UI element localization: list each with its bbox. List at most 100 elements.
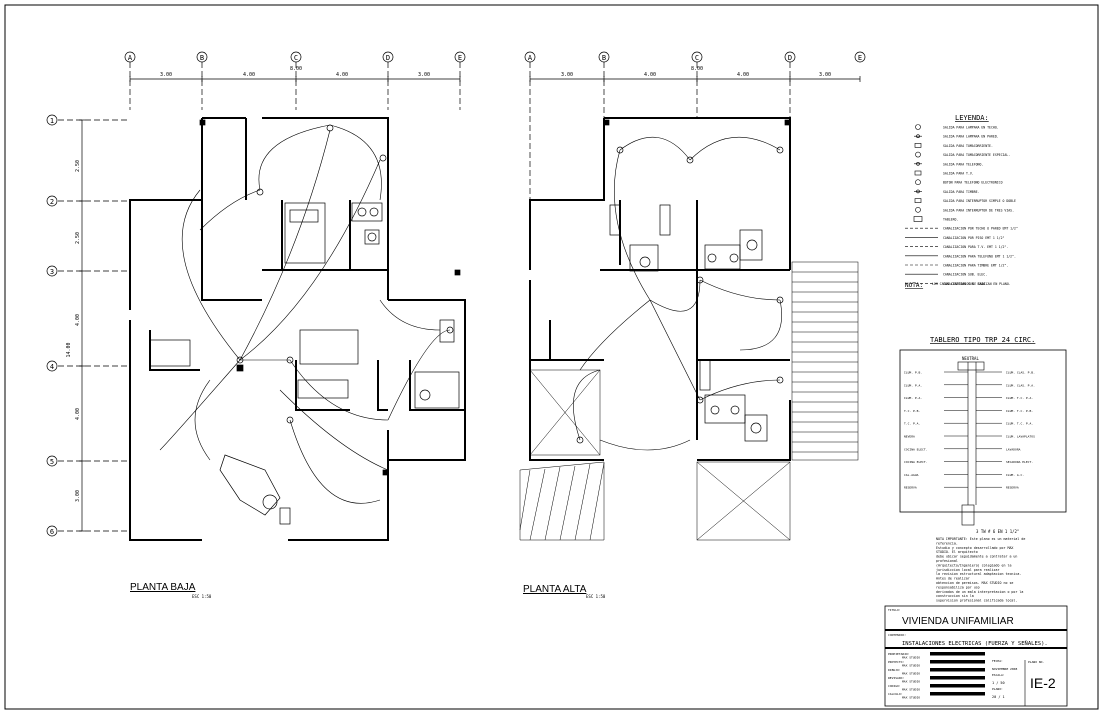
plan-upper-floor <box>519 51 866 541</box>
note-line: derivados de un mala interpretacion o po… <box>936 590 1023 594</box>
legend-item-label: TABLERO. <box>943 218 958 222</box>
legend-item-label: SALIDA PARA TOMACORRIENTE. <box>943 144 993 148</box>
dim-label: 3.00 <box>561 72 573 78</box>
note-line: NOTA IMPORTANTE: Este plano es un materi… <box>936 537 1025 541</box>
title-block-row-label: REVISADO: <box>888 676 904 680</box>
legend-item-label: BOTON PARA TELEFONO ELECTRONICO <box>943 181 1003 185</box>
axis-label-4: 4 <box>50 363 54 371</box>
fecha-value: NOVIEMBRE 2008 <box>992 667 1017 671</box>
legend-item-label: SALIDA PARA INTERRUPTOR DE TRES VIAS. <box>943 208 1014 212</box>
legend-item-label: CANALIZACION PARA TELEFONO EMT 1 1/2". <box>943 254 1016 258</box>
panel-right-label: ILUM. T.C. P.A. <box>1006 396 1033 400</box>
legend-item-label: CANALIZACION PARA TIMBRE EMT 1/2". <box>943 264 1008 268</box>
plan-title-high: PLANTA ALTA <box>523 584 587 595</box>
axis-label-c: C <box>695 54 699 62</box>
legend-note-text: LOS CASOS CONTRARIOS SE INDICAN EN PLANO… <box>932 282 1011 286</box>
legend-symbol-icon <box>915 124 921 130</box>
title-block-row-bar <box>930 692 985 696</box>
panel-left-label: ILUM. P.B. <box>904 371 922 375</box>
legend-item-label: CANALIZACION POR PISO EMT 1 1/2" <box>943 236 1004 240</box>
dim-label: 4.00 <box>644 72 656 78</box>
panel-left-label: RESERVA <box>904 486 917 490</box>
dim-total-label: 8.00 <box>691 66 703 72</box>
legend-symbol-icon <box>915 207 921 213</box>
note-line: supervision profesional calificada local… <box>936 599 1017 603</box>
legend-item-label: CANALIZACION POR TECHO O PARED EMT 1/2" <box>943 227 1018 231</box>
roof-hatch <box>519 261 859 541</box>
title-block-row-label: CALCULO: <box>888 692 903 696</box>
panel-bus <box>957 361 985 505</box>
axis-label-c: C <box>294 54 298 62</box>
panel-feeder-label: 3 TW # 6 EN 1 1/2" <box>976 529 1019 534</box>
sheet-code: IE-2 <box>1030 675 1056 691</box>
escala-value: 1 / 50 <box>992 681 1005 685</box>
panel-left-label: ILUM. P.A. <box>904 383 922 387</box>
panel-left-label: CAL.AGUA <box>904 473 919 477</box>
walls-ground-floor <box>129 117 466 541</box>
dim-label: 4.00 <box>243 72 255 78</box>
axis-label-1: 1 <box>50 117 54 125</box>
title-block-row-bar <box>930 676 985 680</box>
title-block-row-bar <box>930 652 985 656</box>
legend-symbols <box>905 124 938 284</box>
axis-markers-top <box>124 51 466 110</box>
dim-label: 3.00 <box>160 72 172 78</box>
legend-item-label: SALIDA PARA T.V. <box>943 172 974 176</box>
legend: LEYENDA: SALIDA PARA LAMPARA EN TECHO. SA… <box>905 114 1018 289</box>
note-line: responsabiliza por uso <box>936 585 980 589</box>
note-line: construccion sin la <box>936 594 974 598</box>
fixtures-upper-floor <box>609 204 768 442</box>
title-block-row-label: PROPIETARIO: <box>888 652 910 656</box>
panel-left-label: T.C. P.A. <box>904 422 920 426</box>
axis-markers-left <box>46 114 130 537</box>
dim-label: 3.00 <box>75 490 81 502</box>
plan-title-low: PLANTA BAJA <box>130 582 196 593</box>
axis-label-3: 3 <box>50 268 54 276</box>
legend-symbol-icon <box>914 170 922 176</box>
plan-high-labels: A B C D E 3.00 4.00 4.00 3.00 8.00 PLANT… <box>523 54 862 599</box>
panel-right-label: SECADORA ELECT. <box>1006 460 1033 464</box>
legend-symbol-icon <box>914 134 922 138</box>
legend-item-label: SALIDA PARA LAMPARA EN TECHO. <box>943 126 999 130</box>
fixtures-ground-floor <box>149 202 460 525</box>
legend-symbol-icon <box>915 151 921 158</box>
legend-item-label: SALIDA PARA INTERRUPTOR SIMPLE O DOBLE <box>943 199 1016 203</box>
dim-label: 4.00 <box>737 72 749 78</box>
axis-label-d: D <box>788 54 792 62</box>
axis-label-a: A <box>528 54 533 62</box>
title-block-row-value: MAX STUDIO <box>902 696 920 700</box>
panel-neutral-label: NEUTRAL <box>962 356 979 361</box>
note-line: referencia. <box>936 541 958 545</box>
panel-left-label: T.C. P.B. <box>904 409 920 413</box>
axis-label-2: 2 <box>50 198 54 206</box>
title-block-row-value: MAX STUDIO <box>902 688 920 692</box>
legend-item-label: SALIDA PARA LAMPARA EN PARED. <box>943 135 999 139</box>
axis-label-b: B <box>602 54 606 62</box>
legend-item-label: SALIDA PARA TELEFONO. <box>943 162 983 166</box>
note-line: (Arquitecto/Ingeniero) colegiado en la <box>936 563 1011 567</box>
fecha-label: FECHA: <box>992 659 1003 663</box>
legend-title: LEYENDA: <box>955 114 989 122</box>
axis-label-d: D <box>386 54 390 62</box>
plan-scale-high: ESC 1:50 <box>586 594 606 599</box>
legend-item-label: CANALIZACION SUB. BAJA. <box>943 282 987 286</box>
panel-left-label: COCINA ELECT. <box>904 447 928 451</box>
wiring-upper-floor <box>573 136 782 451</box>
panel-right-label: ILUM. LAVAPLATOS <box>1006 435 1035 439</box>
dim-total-label: 8.00 <box>290 66 302 72</box>
panel-title: TABLERO TIPO TRP 24 CIRC. <box>930 336 1035 344</box>
escala-label: ESCALA: <box>992 673 1005 677</box>
axis-label-5: 5 <box>50 458 54 466</box>
legend-note-label: NOTA: <box>905 282 923 289</box>
dim-label: 4.00 <box>336 72 348 78</box>
panel-frame <box>899 349 1067 513</box>
title-block-row-bar <box>930 684 985 688</box>
axis-label-e: E <box>458 54 462 62</box>
plan-ground-floor <box>46 51 466 541</box>
dim-label: 3.00 <box>418 72 430 78</box>
project-title: VIVIENDA UNIFAMILIAR <box>902 616 1014 627</box>
axis-label-6: 6 <box>50 528 54 536</box>
disclaimer-note: NOTA IMPORTANTE: Este plano es un materi… <box>936 537 1025 603</box>
